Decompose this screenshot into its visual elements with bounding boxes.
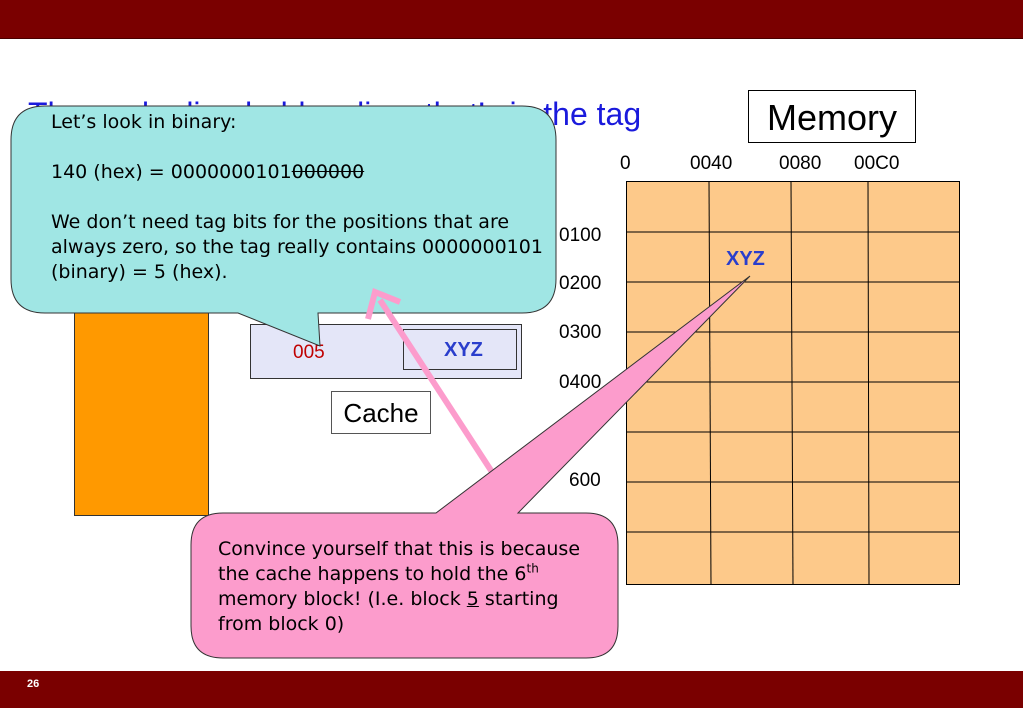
memory-column-label: 0 [620, 153, 631, 174]
convince-callout-bubble [190, 275, 751, 659]
memory-cell-xyz: XYZ [726, 248, 765, 270]
memory-column-label: 0080 [779, 153, 822, 174]
convince-text-after: starting from block 0) [218, 588, 559, 635]
slide-number: 26 [27, 678, 40, 690]
memory-row-label: 0300 [559, 322, 602, 343]
cpu-block [74, 300, 209, 516]
binary-callout-hex-line: 140 (hex) = 0000000101000000 [51, 160, 546, 185]
convince-callout-text: Convince yourself that this is because t… [218, 537, 598, 637]
convince-callout-paragraph: Convince yourself that this is because t… [218, 537, 598, 637]
binary-callout-text: Let’s look in binary: 140 (hex) = 000000… [51, 110, 546, 285]
binary-kept-bits: 0000000101 [170, 161, 292, 183]
memory-row-label: 0100 [559, 225, 602, 246]
binary-callout-explanation: We don’t need tag bits for the positions… [51, 211, 543, 283]
pointer-arrowhead [365, 287, 402, 320]
convince-text-before: Convince yourself that this is because t… [218, 538, 581, 585]
cache-data-xyz: XYZ [444, 339, 483, 361]
convince-superscript: th [526, 561, 539, 576]
convince-block-number: 5 [466, 588, 479, 610]
binary-callout-hex: 140 (hex) = [51, 161, 171, 183]
memory-row-label: 0400 [559, 372, 602, 393]
memory-label: Memory [748, 90, 916, 143]
pointer-arrow [377, 298, 495, 474]
memory-grid-lines [626, 181, 960, 585]
bottom-bar [0, 671, 1023, 708]
cache-tag: 005 [293, 342, 325, 363]
memory-column-label: 0040 [690, 153, 733, 174]
memory-row-label: 0200 [559, 273, 602, 294]
memory-column-label: 00C0 [854, 153, 900, 174]
memory-row-label: 600 [569, 470, 601, 491]
top-bar [0, 0, 1023, 39]
binary-callout-intro: Let’s look in binary: [51, 111, 237, 133]
binary-struck-bits: 000000 [291, 161, 365, 183]
cache-label: Cache [331, 391, 431, 434]
memory-grid [626, 181, 960, 585]
binary-callout-bubble [10, 105, 557, 347]
convince-text-middle: memory block! (I.e. block [218, 588, 467, 610]
